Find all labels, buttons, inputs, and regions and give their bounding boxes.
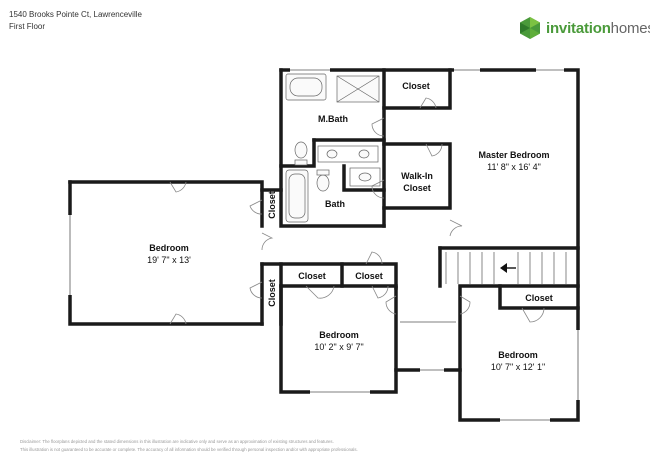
room-dim-bedroom-right: 10' 7" x 12' 1" <box>491 362 545 372</box>
vanity-icon <box>317 145 379 163</box>
disclaimer-line1: Disclaimer: The floorplans depicted and … <box>20 439 334 444</box>
bath-sink-icon <box>349 167 381 187</box>
room-label-closet-left-top: Closet <box>267 191 277 219</box>
door-swings <box>169 97 545 325</box>
room-label-bedroom-right: Bedroom <box>498 350 538 360</box>
room-label-walkin-line1: Walk-In <box>401 171 433 181</box>
door-bedroom-mid <box>385 295 397 315</box>
disclaimer-line2: This illustration is not guaranteed to b… <box>20 447 358 452</box>
brand-name: invitationhomes <box>546 20 650 37</box>
floor-label: First Floor <box>9 22 45 31</box>
stairs <box>445 252 567 284</box>
bath-tub-icon <box>285 169 309 223</box>
door-closet-mid-a <box>305 285 335 299</box>
door-closet-left-top <box>249 199 263 215</box>
door-bedroom-left-top <box>169 181 187 193</box>
door-closet-right <box>521 307 545 323</box>
door-mbath <box>371 117 385 137</box>
room-label-bedroom-mid: Bedroom <box>319 330 359 340</box>
room-label-closet-left-bottom: Closet <box>267 279 277 307</box>
room-label-bedroom-left: Bedroom <box>149 243 189 253</box>
property-address: 1540 Brooks Pointe Ct, Lawrenceville <box>9 10 142 19</box>
toilet-icon <box>294 141 308 159</box>
room-label-walkin-line2: Closet <box>403 183 431 193</box>
door-closet-left-bottom <box>249 281 263 299</box>
room-label-closet-mb: Closet <box>402 81 430 91</box>
fixtures <box>285 73 381 223</box>
stair-arrow-icon <box>500 263 516 273</box>
room-label-master-bath: M.Bath <box>318 114 348 124</box>
room-dim-master-bedroom: 11' 8" x 16' 4" <box>487 162 541 172</box>
bath-toilet-icon <box>316 174 330 192</box>
door-closet-mid-b <box>365 251 383 265</box>
hexagon-leaf-logo-icon <box>520 17 540 39</box>
room-label-master-bedroom: Master Bedroom <box>478 150 549 160</box>
room-label-bath: Bath <box>325 199 345 209</box>
door-bedroom-left-hall <box>261 232 274 251</box>
door-closet-mid-b2 <box>371 285 389 299</box>
room-label-closet-mid-a: Closet <box>298 271 326 281</box>
brand-logo: invitationhomes <box>518 16 650 40</box>
door-bedroom-left-bottom <box>169 313 187 325</box>
room-label-closet-mid-b: Closet <box>355 271 383 281</box>
room-label-closet-right: Closet <box>525 293 553 303</box>
walls <box>68 68 580 422</box>
door-walkin <box>425 143 443 157</box>
brand-name-part1: invitation <box>546 19 611 37</box>
window-lines <box>69 69 579 421</box>
door-closet-mb <box>419 97 437 109</box>
door-master <box>449 219 463 237</box>
room-dim-bedroom-left: 19' 7" x 13' <box>147 255 191 265</box>
bathtub-icon <box>285 73 327 101</box>
door-bedroom-right <box>459 295 471 315</box>
room-dim-bedroom-mid: 10' 2" x 9' 7" <box>314 342 363 352</box>
brand-name-part2: homes <box>610 19 650 37</box>
